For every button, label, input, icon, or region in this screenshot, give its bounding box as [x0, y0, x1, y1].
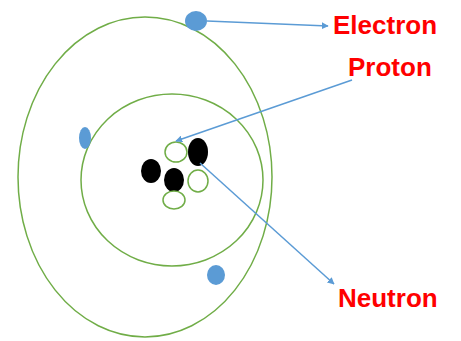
part-label: Proton — [348, 52, 432, 82]
part-label: Electron — [333, 10, 437, 40]
electron-dot — [79, 127, 91, 149]
part-label: Neutron — [338, 283, 438, 313]
proton-particle — [165, 142, 187, 162]
outer-orbit — [18, 17, 272, 337]
proton-particle — [163, 191, 185, 209]
electron-dot — [207, 265, 225, 285]
leader-line — [176, 80, 352, 141]
neutron-particle — [164, 168, 184, 192]
leader-line — [200, 163, 334, 284]
leader-line — [207, 21, 328, 26]
proton-particle — [188, 170, 208, 192]
neutron-particle — [188, 138, 208, 166]
electron-dot — [185, 11, 207, 31]
neutron-particle — [141, 159, 161, 183]
